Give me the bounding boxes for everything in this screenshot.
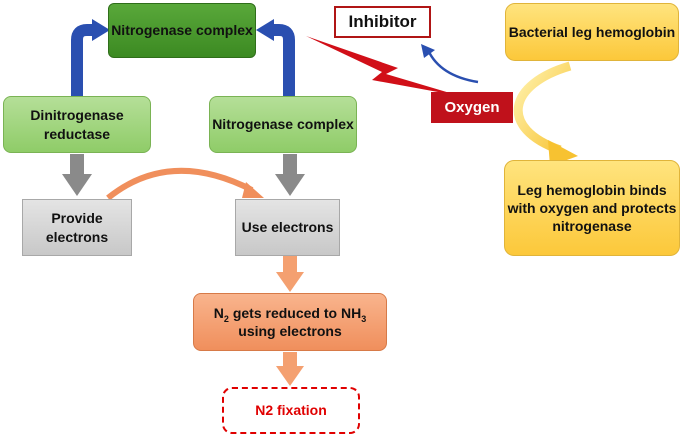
orange-curved-arrow-head: [242, 182, 264, 198]
bacterial-leg-hemoglobin-box: Bacterial leg hemoglobin: [505, 3, 679, 61]
orange-arrow-2-head: [276, 366, 304, 386]
red-lightning-bolt: [306, 36, 460, 96]
oxygen-box: Oxygen: [431, 92, 513, 123]
gray-arrow-left-shaft: [70, 154, 84, 176]
gray-arrow-left-head: [62, 174, 92, 196]
nitrogenase-complex-label: Nitrogenase complex: [212, 116, 354, 133]
n2-fixation-box: N2 fixation: [222, 387, 360, 434]
blue-arrow-right: [272, 24, 295, 96]
leg-hemoglobin-binds-label: Leg hemoglobin binds with oxygen and pro…: [507, 181, 677, 235]
n2-reduced-n: N: [213, 304, 224, 321]
use-electrons-box: Use electrons: [235, 199, 340, 256]
dinitrogenase-reductase-box: Dinitrogenase reductase: [3, 96, 151, 153]
provide-electrons-label: Provide electrons: [45, 210, 109, 245]
dinitrogenase-reductase-label: Dinitrogenase reductase: [30, 107, 124, 142]
blue-curved-arrow-head: [421, 44, 435, 58]
yellow-curved-arrow-head: [548, 140, 578, 166]
gray-arrow-right-head: [275, 174, 305, 196]
n2-fixation-label: N2 fixation: [255, 402, 327, 419]
nitrogenase-top-label: Nitrogenase complex: [111, 22, 253, 39]
blue-arrow-right-head: [256, 19, 274, 41]
orange-curved-arrow: [106, 167, 254, 201]
provide-electrons-box: Provide electrons: [22, 199, 132, 256]
inhibitor-box: Inhibitor: [334, 6, 431, 38]
orange-arrow-1-head: [276, 272, 304, 292]
orange-arrow-2-shaft: [283, 352, 297, 368]
use-electrons-label: Use electrons: [241, 219, 334, 236]
blue-curved-arrow: [426, 49, 479, 84]
blue-arrow-left-head: [92, 19, 110, 41]
gray-arrow-right-shaft: [283, 154, 297, 176]
n2-reduced-sub2: 3: [361, 313, 367, 324]
n2-reduced-sub1: 2: [223, 313, 229, 324]
n2-reduced-mid: gets reduced to NH: [228, 304, 362, 321]
nitrogenase-top-box: Nitrogenase complex: [108, 3, 256, 58]
n2-reduced-line2: using electrons: [238, 323, 342, 339]
yellow-curved-arrow: [513, 61, 572, 155]
oxygen-label: Oxygen: [444, 98, 500, 116]
leg-hemoglobin-binds-box: Leg hemoglobin binds with oxygen and pro…: [504, 160, 680, 256]
blue-arrow-left: [71, 24, 94, 96]
inhibitor-label: Inhibitor: [348, 11, 417, 31]
n2-reduced-line1: N2 gets reduced to NH3: [213, 304, 367, 324]
bacterial-leg-hemoglobin-label: Bacterial leg hemoglobin: [508, 23, 676, 40]
nitrogenase-complex-box: Nitrogenase complex: [209, 96, 357, 153]
orange-arrow-1-shaft: [283, 256, 297, 274]
n2-reduced-box: N2 gets reduced to NH3 using electrons: [193, 293, 387, 351]
